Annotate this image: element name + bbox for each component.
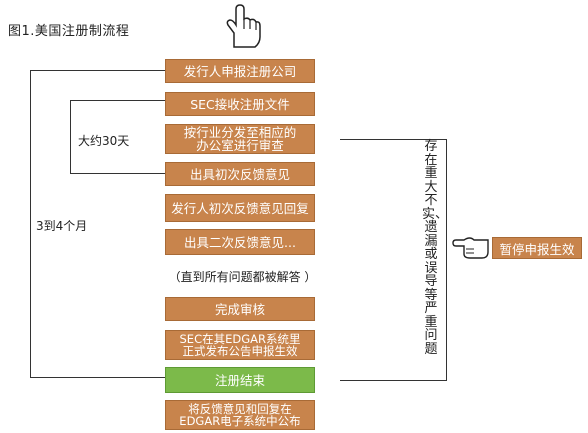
step-box: 发行人申报注册公司 <box>165 59 315 83</box>
diagram-title: 图1.美国注册制流程 <box>8 24 130 39</box>
step-box: SEC接收注册文件 <box>165 92 315 116</box>
bracket-line <box>30 70 165 71</box>
pointing-hand-icon <box>226 4 261 48</box>
suspend-box: 暂停申报生效 <box>492 237 582 259</box>
step-box: 完成审核 <box>165 297 315 321</box>
end-step-box: 注册结束 <box>165 367 315 393</box>
step-box: 出具初次反馈意见 <box>165 162 315 186</box>
bracket-line <box>340 139 447 140</box>
bracket-line <box>30 70 31 377</box>
pointing-hand-left-icon <box>452 237 489 259</box>
condition-text: 存在重大不实、遗漏或误导等严重问题 <box>422 139 449 357</box>
step-box: 将反馈意见和回复在 EDGAR电子系统中公布 <box>165 400 315 430</box>
step-box: SEC在其EDGAR系统里 正式发布公告申报生效 <box>165 330 315 360</box>
step-box: 出具二次反馈意见... <box>165 229 315 255</box>
bracket-line <box>30 377 165 378</box>
bracket-line <box>70 173 165 174</box>
inner-bracket-label: 大约30天 <box>76 132 132 149</box>
bracket-line <box>340 380 447 381</box>
bracket-line <box>446 139 447 380</box>
bracket-line <box>70 100 165 101</box>
outer-bracket-label: 3到4个月 <box>34 217 90 234</box>
step-box: 发行人初次反馈意见回复 <box>165 194 315 222</box>
step-box: 按行业分发至相应的 办公室进行审查 <box>165 124 315 154</box>
loop-note: （直到所有问题都被解答 ） <box>168 270 317 284</box>
bracket-line <box>70 100 71 173</box>
